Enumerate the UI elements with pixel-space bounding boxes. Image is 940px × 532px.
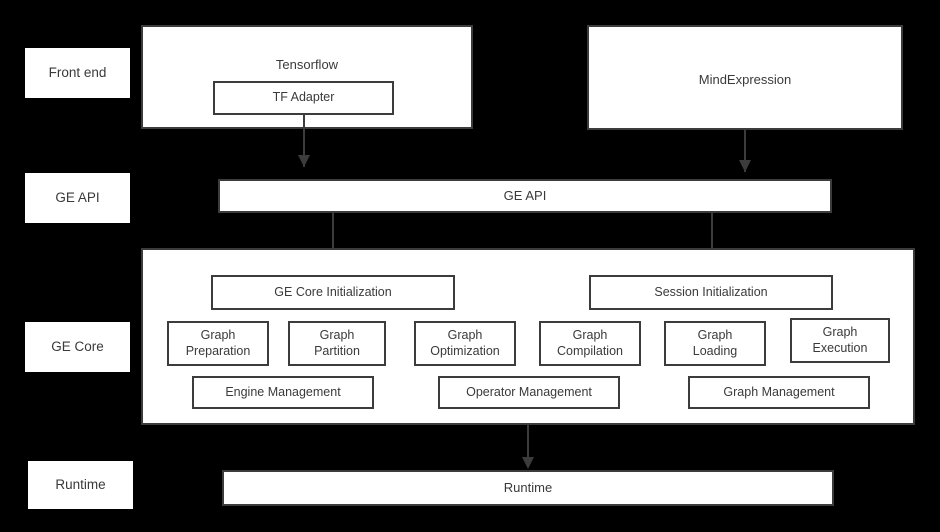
layer-label-ge-core: GE Core [25, 322, 130, 372]
mindexpression-container: MindExpression [587, 25, 903, 130]
graph-compilation-box[interactable]: Graph Compilation [539, 321, 641, 366]
connector-mindexpression-to-ge-api [744, 130, 746, 172]
ge-core-initialization-box[interactable]: GE Core Initialization [211, 275, 455, 310]
connector-ge-api-to-session-init [711, 213, 713, 261]
graph-loading-box[interactable]: Graph Loading [664, 321, 766, 366]
connector-tf-adapter-to-ge-api [303, 115, 305, 167]
graph-execution-box[interactable]: Graph Execution [790, 318, 890, 363]
layer-label-runtime: Runtime [28, 461, 133, 509]
operator-management-box[interactable]: Operator Management [438, 376, 620, 409]
connector-ge-api-to-ge-core-init [332, 213, 334, 261]
layer-label-front-end: Front end [25, 48, 130, 98]
arrowhead-ge-core-to-runtime [522, 457, 534, 469]
ge-api-bar[interactable]: GE API [218, 179, 832, 213]
graph-preparation-box[interactable]: Graph Preparation [167, 321, 269, 366]
engine-management-box[interactable]: Engine Management [192, 376, 374, 409]
graph-optimization-box[interactable]: Graph Optimization [414, 321, 516, 366]
session-initialization-box[interactable]: Session Initialization [589, 275, 833, 310]
layer-label-ge-api: GE API [25, 173, 130, 223]
arrowhead-tf-adapter-to-ge-api [298, 155, 310, 167]
tf-adapter-box[interactable]: TF Adapter [213, 81, 394, 115]
graph-management-box[interactable]: Graph Management [688, 376, 870, 409]
connector-ge-core-to-runtime [527, 425, 529, 467]
arrowhead-mindexpression-to-ge-api [739, 160, 751, 172]
runtime-bar[interactable]: Runtime [222, 470, 834, 506]
graph-partition-box[interactable]: Graph Partition [288, 321, 386, 366]
mindexpression-title: MindExpression [698, 72, 792, 87]
tensorflow-title: Tensorflow [275, 57, 339, 72]
